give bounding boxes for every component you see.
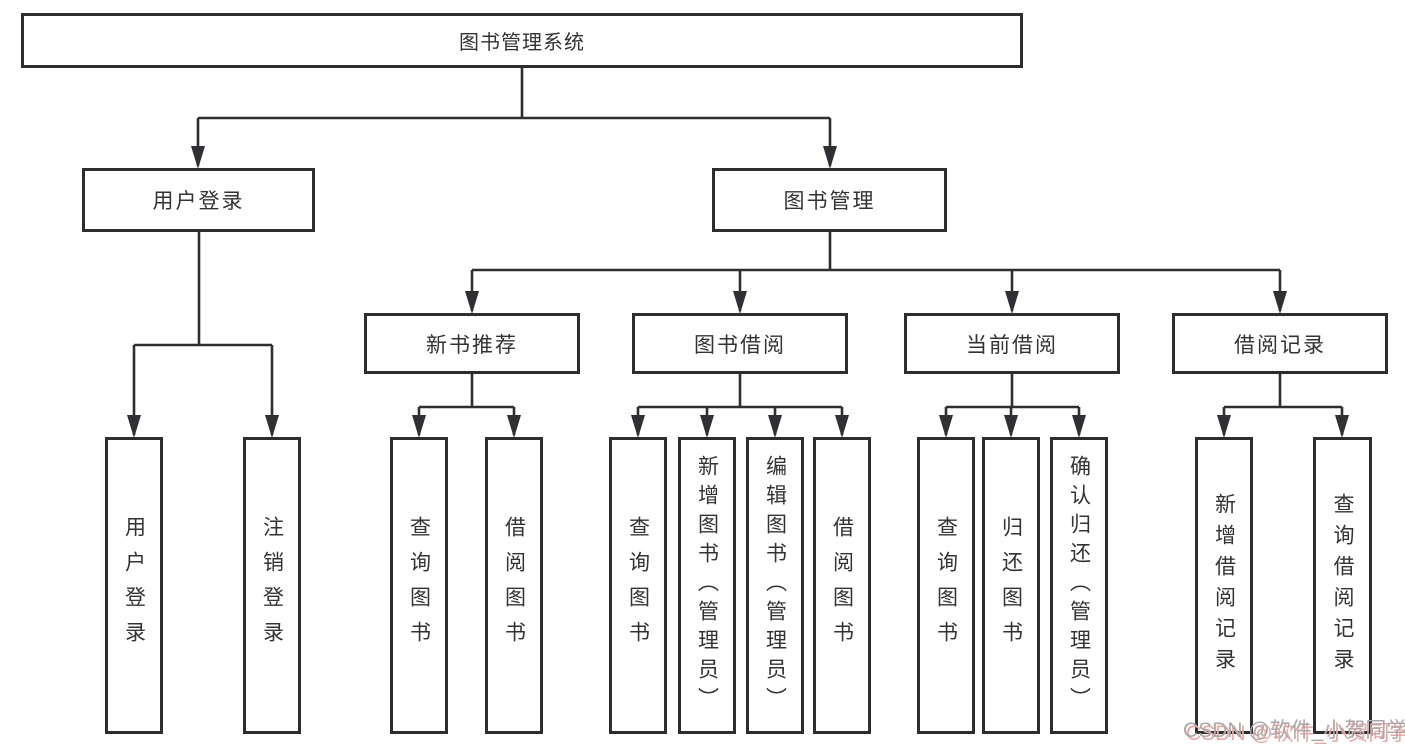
arrowhead-icon bbox=[631, 415, 645, 438]
node-logout-action: 注销登录 bbox=[243, 437, 301, 734]
watermark-text: CSDN @软件_小贺同学 bbox=[1183, 719, 1405, 742]
node-borrowing-records-label: 借阅记录 bbox=[1234, 333, 1326, 357]
node-current-borrowing-label: 当前借阅 bbox=[966, 333, 1058, 357]
node-query-books-borrowing-label: 查询图书 bbox=[626, 515, 650, 656]
node-borrow-books-borrowing-label: 借阅图书 bbox=[830, 515, 854, 656]
node-query-books-recommend: 查询图书 bbox=[390, 437, 448, 734]
arrowhead-icon bbox=[1072, 415, 1086, 438]
arrowhead-icon bbox=[127, 415, 141, 438]
node-user-login: 用户登录 bbox=[82, 168, 315, 232]
arrowhead-icon bbox=[1335, 415, 1349, 438]
arrowhead-icon bbox=[191, 146, 205, 169]
node-query-books-current-label: 查询图书 bbox=[934, 515, 958, 656]
node-root-label: 图书管理系统 bbox=[459, 32, 585, 54]
node-confirm-return-admin-label: 确认归还（管理员） bbox=[1067, 455, 1091, 716]
node-book-borrowing-label: 图书借阅 bbox=[694, 333, 786, 357]
connector-book-borrowing-to-leaves bbox=[636, 374, 844, 435]
arrowhead-icon bbox=[1273, 291, 1287, 314]
arrowheads bbox=[127, 146, 1349, 438]
arrowhead-icon bbox=[1004, 415, 1018, 438]
node-add-borrow-record-label: 新增借阅记录 bbox=[1212, 492, 1236, 679]
node-borrow-books-recommend: 借阅图书 bbox=[485, 437, 543, 734]
arrowhead-icon bbox=[1217, 415, 1231, 438]
node-borrow-books-borrowing: 借阅图书 bbox=[813, 437, 871, 734]
arrowhead-icon bbox=[768, 415, 782, 438]
arrowhead-icon bbox=[835, 415, 849, 438]
node-add-borrow-record: 新增借阅记录 bbox=[1195, 437, 1253, 734]
node-book-management: 图书管理 bbox=[712, 168, 947, 232]
node-return-books: 归还图书 bbox=[982, 437, 1040, 734]
node-query-books-borrowing: 查询图书 bbox=[609, 437, 667, 734]
arrowhead-icon bbox=[733, 291, 747, 314]
watermark: CSDN @软件_小贺同学 bbox=[1183, 714, 1405, 744]
node-edit-books-admin-label: 编辑图书（管理员） bbox=[763, 455, 787, 716]
connector-book-management-to-level3 bbox=[470, 232, 1282, 311]
node-new-book-recommend: 新书推荐 bbox=[364, 313, 580, 374]
node-add-books-admin: 新增图书（管理员） bbox=[678, 437, 736, 734]
node-logout-action-label: 注销登录 bbox=[260, 515, 284, 656]
node-edit-books-admin: 编辑图书（管理员） bbox=[746, 437, 804, 734]
node-book-management-label: 图书管理 bbox=[783, 190, 876, 213]
node-query-books-current: 查询图书 bbox=[917, 437, 975, 734]
arrowhead-icon bbox=[465, 291, 479, 314]
node-confirm-return-admin: 确认归还（管理员） bbox=[1050, 437, 1108, 734]
arrowhead-icon bbox=[700, 415, 714, 438]
node-user-login-label: 用户登录 bbox=[152, 190, 245, 213]
arrowhead-icon bbox=[265, 415, 279, 438]
arrowhead-icon bbox=[507, 415, 521, 438]
node-book-borrowing: 图书借阅 bbox=[632, 313, 848, 374]
node-user-login-action-label: 用户登录 bbox=[122, 515, 146, 656]
arrowhead-icon bbox=[939, 415, 953, 438]
arrowhead-icon bbox=[823, 146, 837, 169]
node-query-borrow-record-label: 查询借阅记录 bbox=[1331, 492, 1354, 679]
node-return-books-label: 归还图书 bbox=[999, 515, 1023, 656]
arrowhead-icon bbox=[412, 415, 426, 438]
node-current-borrowing: 当前借阅 bbox=[904, 313, 1120, 374]
connector-new-book-recommend-to-leaves bbox=[417, 374, 516, 435]
node-query-borrow-record: 查询借阅记录 bbox=[1313, 437, 1372, 734]
node-root: 图书管理系统 bbox=[21, 13, 1023, 68]
node-add-books-admin-label: 新增图书（管理员） bbox=[695, 455, 719, 716]
node-borrow-books-recommend-label: 借阅图书 bbox=[502, 515, 526, 656]
node-query-books-recommend-label: 查询图书 bbox=[407, 515, 431, 656]
node-borrowing-records: 借阅记录 bbox=[1172, 313, 1388, 374]
connector-user-login-to-leaves bbox=[132, 232, 274, 435]
node-user-login-action: 用户登录 bbox=[105, 437, 163, 734]
node-new-book-recommend-label: 新书推荐 bbox=[426, 333, 518, 357]
connector-root-to-level2 bbox=[196, 68, 832, 166]
arrowhead-icon bbox=[1005, 291, 1019, 314]
connector-borrowing-records-to-leaves bbox=[1222, 374, 1344, 435]
